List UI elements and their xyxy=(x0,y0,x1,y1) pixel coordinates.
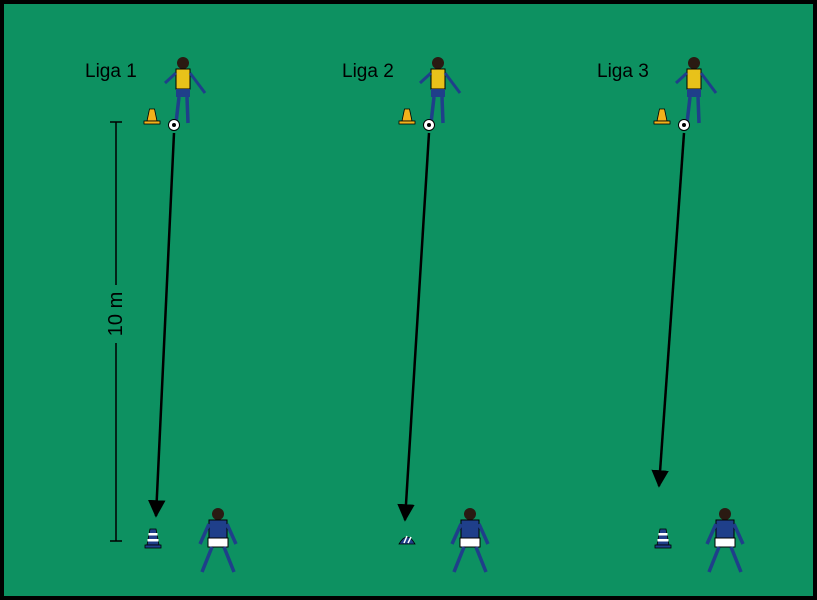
attacker-cone-icon xyxy=(143,108,161,125)
ball-icon xyxy=(678,119,690,131)
pass-arrow xyxy=(397,132,431,522)
pass-arrow xyxy=(147,132,176,518)
lane-1: Liga 1 xyxy=(85,57,238,573)
attacker-cone-icon xyxy=(398,108,416,125)
attacker-player xyxy=(674,57,718,124)
defender-cone-icon xyxy=(144,528,162,549)
attacker-cone-icon xyxy=(653,108,671,125)
lane-label: Liga 3 xyxy=(597,61,649,82)
attacker-player xyxy=(163,57,207,124)
ball-icon xyxy=(168,119,180,131)
defender-player xyxy=(198,508,238,573)
distance-label: 10 m xyxy=(105,292,127,336)
defender-player xyxy=(705,508,745,573)
lane-3: Liga 3 xyxy=(597,57,745,573)
distance-marker: 10 m xyxy=(105,121,127,542)
defender-cone-icon xyxy=(654,528,672,549)
defender-player xyxy=(450,508,490,573)
ball-icon xyxy=(423,119,435,131)
lane-2: Liga 2 xyxy=(342,57,490,573)
defender-cone-icon xyxy=(398,535,416,545)
lane-label: Liga 2 xyxy=(342,61,394,82)
pass-arrow xyxy=(651,132,686,488)
lane-label: Liga 1 xyxy=(85,61,137,82)
attacker-player xyxy=(418,57,462,124)
